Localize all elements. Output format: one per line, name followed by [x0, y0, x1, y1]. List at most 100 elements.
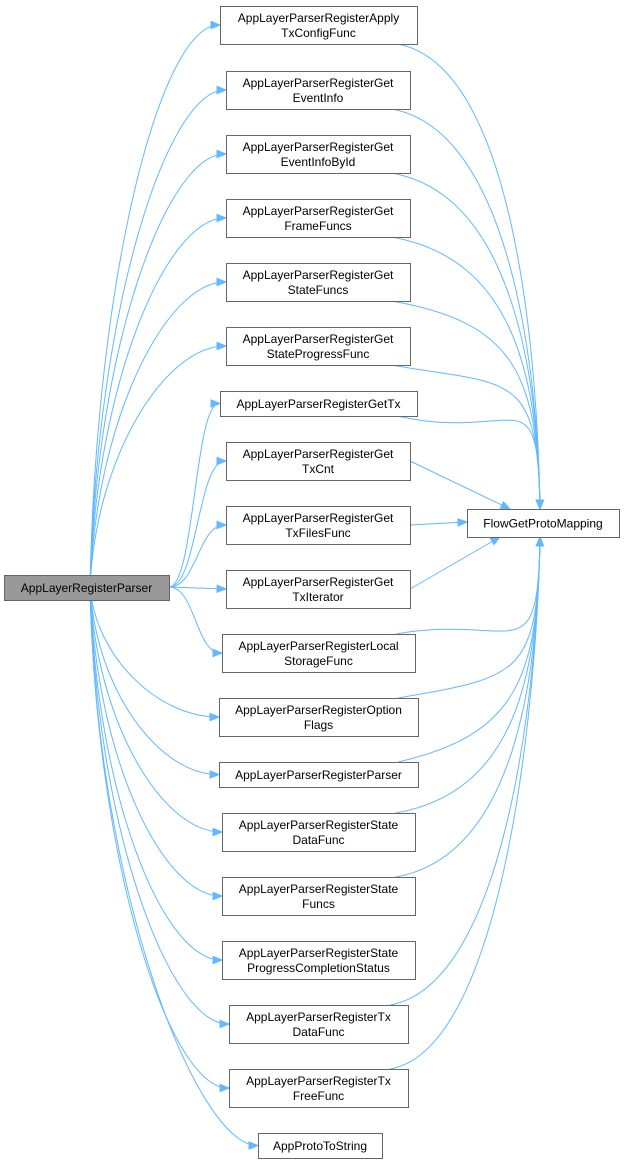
node-label: AppLayerParserRegisterState [239, 882, 399, 896]
call-nodes: AppLayerRegisterParser FlowGetProtoMappin… [4, 6, 620, 1159]
node-label: EventInfo [293, 91, 344, 105]
node-box [229, 1005, 409, 1044]
arrowhead-root-to-n0 [210, 20, 222, 30]
arrowhead-root-to-n4 [216, 277, 228, 287]
node-label: AppLayerParserRegisterGet [243, 76, 394, 90]
node-box [226, 135, 411, 174]
edge-n7-to-hub [409, 460, 511, 510]
arrowhead-root-to-n17 [219, 1083, 231, 1093]
node-box [219, 762, 419, 788]
edge-root-to-n8 [168, 524, 226, 588]
node-label: FlowGetProtoMapping [483, 517, 602, 531]
node-label: ProgressCompletionStatus [247, 961, 390, 975]
arrowhead-root-to-n8 [216, 520, 228, 530]
edge-n10-to-hub [395, 536, 541, 635]
edge-n3-to-hub [391, 236, 541, 510]
arrowhead-root-to-n13 [212, 827, 224, 837]
node-box [226, 263, 411, 302]
edge-root-to-n5 [89, 345, 226, 588]
node-label: AppLayerParserRegisterOption [235, 703, 402, 717]
node-box [226, 442, 411, 481]
edge-root-to-n11 [89, 586, 219, 718]
node-label: AppLayerParserRegisterLocal [238, 639, 398, 653]
node-box [226, 327, 411, 366]
edge-root-to-n15 [89, 586, 222, 961]
node-label: AppLayerParserRegisterTx [246, 1074, 391, 1088]
node-label: AppLayerParserRegisterParser [235, 768, 402, 782]
arrowhead-root-to-n9 [216, 584, 228, 594]
node-box [226, 506, 411, 545]
edge-n8-to-hub [409, 521, 467, 526]
arrowhead-root-to-n6 [210, 399, 222, 408]
arrowhead-root-to-n10 [212, 648, 224, 658]
node-hub[interactable]: FlowGetProtoMapping [467, 509, 620, 538]
edge-root-to-n4 [89, 281, 226, 588]
node-label: AppLayerParserRegisterGet [243, 140, 394, 154]
node-label: AppLayerRegisterParser [21, 581, 152, 595]
edge-root-to-n3 [89, 217, 226, 588]
node-n15[interactable]: AppLayerParserRegisterStateProgressCompl… [222, 941, 416, 980]
node-label: TxIterator [292, 590, 343, 604]
edge-n1-to-hub [391, 108, 541, 510]
edge-root-to-n10 [168, 586, 222, 654]
node-label: AppLayerParserRegisterState [239, 946, 399, 960]
node-label: AppLayerParserRegisterGet [243, 204, 394, 218]
call-edges [89, 20, 545, 1150]
node-label: AppLayerParserRegisterGet [243, 332, 394, 346]
node-box [226, 71, 411, 110]
node-n18[interactable]: AppProtoToString [258, 1133, 383, 1159]
node-label: StateFuncs [288, 283, 349, 297]
node-box [222, 941, 416, 980]
edge-n0-to-hub [397, 43, 541, 510]
node-n12[interactable]: AppLayerParserRegisterParser [219, 762, 419, 788]
node-box [220, 391, 418, 417]
node-label: Funcs [302, 897, 335, 911]
node-box [226, 199, 411, 238]
node-n5[interactable]: AppLayerParserRegisterGetStateProgressFu… [226, 327, 411, 366]
node-label: AppProtoToString [273, 1139, 367, 1153]
node-label: AppLayerParserRegisterGet [243, 511, 394, 525]
node-box [222, 813, 416, 852]
node-box [222, 877, 416, 916]
node-box [222, 634, 416, 673]
edge-root-to-n6 [168, 403, 220, 588]
arrowhead-root-to-n5 [216, 341, 228, 351]
node-box [219, 698, 419, 737]
node-label: DataFunc [292, 1025, 344, 1039]
node-box [229, 1069, 409, 1108]
arrowhead-root-to-n14 [212, 891, 224, 901]
node-n6[interactable]: AppLayerParserRegisterGetTx [220, 391, 418, 417]
arrowhead-root-to-n7 [216, 456, 228, 466]
node-label: FreeFunc [293, 1089, 344, 1103]
node-label: StateProgressFunc [267, 347, 370, 361]
node-box [258, 1133, 383, 1159]
node-label: AppLayerParserRegisterGet [243, 447, 394, 461]
edge-root-to-n7 [168, 460, 226, 588]
node-label: TxCnt [302, 462, 335, 476]
node-root[interactable]: AppLayerRegisterParser [4, 575, 170, 601]
arrowhead-root-to-n11 [209, 712, 221, 722]
edge-n11-to-hub [398, 536, 541, 699]
node-label: AppLayerParserRegisterGet [243, 268, 394, 282]
arrowhead-root-to-n16 [219, 1019, 231, 1029]
arrowhead-root-to-n2 [216, 149, 228, 159]
edge-root-to-n18 [89, 586, 258, 1146]
edge-root-to-n0 [89, 24, 220, 588]
arrowhead-n17-to-hub [535, 535, 545, 547]
node-box [226, 570, 411, 609]
node-label: DataFunc [292, 833, 344, 847]
